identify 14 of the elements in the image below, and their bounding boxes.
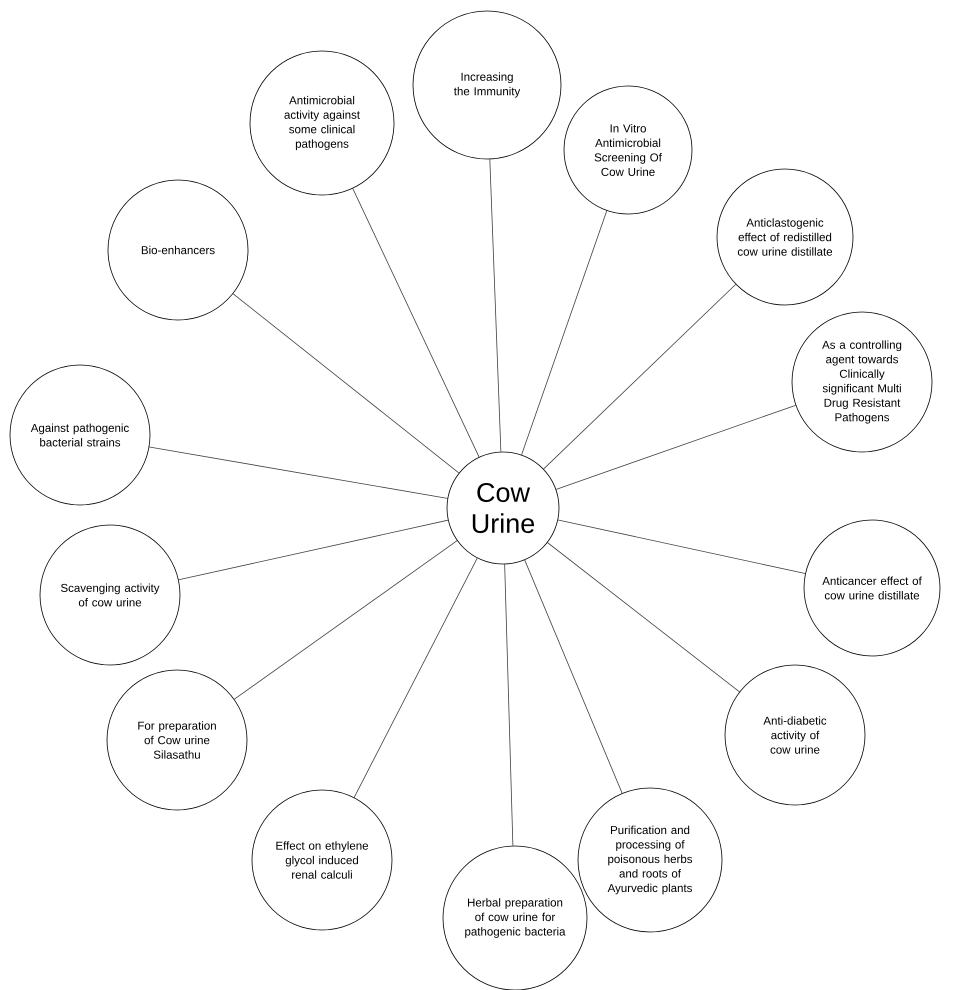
connector-line (524, 560, 622, 794)
connector-line (547, 542, 740, 692)
connector-line (234, 540, 458, 700)
connector-line (232, 293, 460, 474)
connector-line (352, 188, 480, 458)
connector-line (148, 446, 448, 499)
connector-line (521, 210, 608, 456)
connector-line (178, 520, 448, 580)
connector-line (556, 404, 796, 490)
connector-line (558, 520, 806, 574)
connector-line (489, 158, 502, 452)
connector-line (504, 564, 514, 846)
connector-line (354, 558, 478, 798)
connector-line (543, 284, 736, 470)
